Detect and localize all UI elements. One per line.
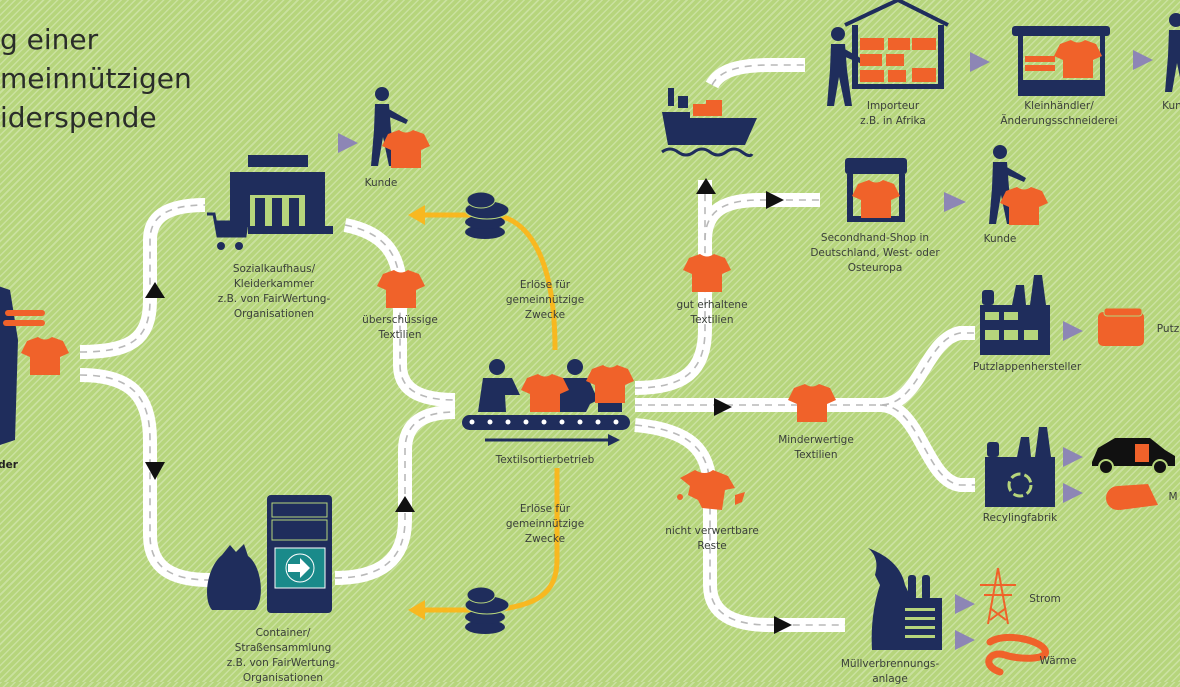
- label-line: Sozialkaufhaus/: [232, 263, 316, 275]
- label-line: Secondhand-Shop in: [820, 232, 930, 244]
- title-line-3: iderspende: [0, 101, 157, 134]
- label-line: Zwecke: [524, 309, 566, 321]
- torn-shirt-icon: [677, 470, 745, 510]
- label-line: Container/: [255, 627, 311, 639]
- rags-label: Putz: [1156, 323, 1180, 335]
- label-line: Müllverbrennungs-: [840, 658, 940, 670]
- importer-label: Importeur z.B. in Afrika: [860, 99, 926, 129]
- secondhand-label: Secondhand-Shop in Deutschland, West- ode…: [810, 231, 939, 276]
- incinerator-icon: [868, 548, 942, 650]
- rag-maker-label: Putzlappenhersteller: [972, 361, 1082, 373]
- label-line: Organisationen: [242, 672, 324, 684]
- rag-factory-icon: [980, 275, 1050, 355]
- container-label: Container/Straßensammlung z.B. von FairWe…: [227, 626, 340, 686]
- label-line: z.B. in Afrika: [860, 115, 926, 127]
- label-line: Kleiderkammer: [233, 278, 315, 290]
- arrow-right-icon: [714, 398, 732, 416]
- fabric-roll-icon: [1106, 484, 1158, 510]
- label-line: Minderwertige: [778, 434, 854, 446]
- label-line: z.B. von FairWertung-: [217, 293, 331, 305]
- retailer-label: Kleinhändler/Änderungsschneiderei: [1000, 99, 1117, 129]
- market-stall-icon: [1012, 26, 1110, 96]
- label-line: gut erhaltene: [676, 299, 748, 311]
- label-line: Osteuropa: [847, 262, 903, 274]
- donor-label: der: [0, 459, 18, 471]
- label-line: Textilien: [378, 329, 422, 341]
- label-line: Importeur: [866, 100, 920, 112]
- arrow-down-icon: [145, 462, 165, 480]
- label-line: Erlöse für: [519, 503, 571, 515]
- label-line: Zwecke: [524, 533, 566, 545]
- clothes-bag-icon: [207, 544, 261, 610]
- kunde-africa-label: Kun: [1162, 100, 1180, 112]
- label-line: Straßensammlung: [234, 642, 332, 654]
- shopping-cart-icon: [207, 212, 249, 250]
- shirt-icon: [377, 270, 425, 308]
- label-line: Änderungsschneiderei: [1000, 115, 1118, 127]
- incinerator-label: Müllverbrennungs-anlage: [841, 657, 939, 687]
- customer-icon: [989, 145, 1048, 225]
- shirt-icon: [683, 254, 731, 292]
- euro-coins-icon: [464, 191, 510, 239]
- arrow-right-icon: [774, 616, 792, 634]
- kunde-label: Kunde: [364, 177, 398, 189]
- label-line: Organisationen: [233, 308, 315, 320]
- sorting-plant-label: Textilsortierbetrieb: [495, 454, 595, 466]
- label-line: gemeinnützige: [505, 518, 585, 530]
- kunde-label: Kunde: [983, 233, 1017, 245]
- cargo-ship-icon: [661, 88, 757, 158]
- label-line: anlage: [872, 673, 908, 685]
- heat-icon: [985, 633, 1049, 676]
- secondhand-shop-icon: [845, 158, 907, 222]
- label-line: Textilien: [690, 314, 734, 326]
- clothing-container-icon: [267, 495, 332, 613]
- euro-coins-icon: [464, 586, 510, 634]
- heat-label: Wärme: [1039, 655, 1077, 667]
- label-line: Kleinhändler/: [1024, 100, 1094, 112]
- electricity-label: Strom: [1029, 593, 1061, 605]
- sorting-plant-icon: [462, 359, 634, 446]
- shirt-icon: [788, 384, 836, 422]
- title-line-1: g einer: [0, 23, 99, 56]
- arrow-right-icon: [766, 191, 784, 209]
- store-icon: [230, 155, 333, 234]
- label-line: gemeinnützige: [505, 294, 585, 306]
- customer-icon: [371, 87, 430, 168]
- label-line: z.B. von FairWertung-: [226, 657, 340, 669]
- label-line: Erlöse für: [519, 279, 571, 291]
- recycling-factory-icon: [985, 427, 1055, 507]
- arrow-up-icon: [145, 282, 165, 298]
- label-line: Reste: [697, 540, 727, 552]
- title-line-2: meinnützigen: [0, 62, 192, 95]
- power-pylon-icon: [980, 567, 1016, 625]
- label-line: nicht verwertbare: [665, 525, 759, 537]
- recycling-factory-label: Recylingfabrik: [982, 512, 1058, 524]
- donor-icon: [0, 286, 69, 445]
- rags-icon: [1098, 307, 1144, 346]
- roads: [79, 58, 975, 632]
- sozialkaufhaus-label: Sozialkaufhaus/Kleiderkammer z.B. von Fai…: [218, 262, 331, 322]
- car-icon: [1092, 438, 1175, 475]
- warehouse-icon: [827, 0, 949, 106]
- label-line: überschüssige: [362, 314, 438, 326]
- pointer-arrows: [338, 50, 1153, 650]
- label-line: Deutschland, West- oder: [810, 247, 940, 259]
- arrow-up-icon: [395, 496, 415, 512]
- arrow-up-icon: [696, 178, 716, 194]
- label-line: Textilien: [794, 449, 838, 461]
- customer-icon: [1165, 13, 1180, 92]
- material-label: M: [1168, 491, 1178, 503]
